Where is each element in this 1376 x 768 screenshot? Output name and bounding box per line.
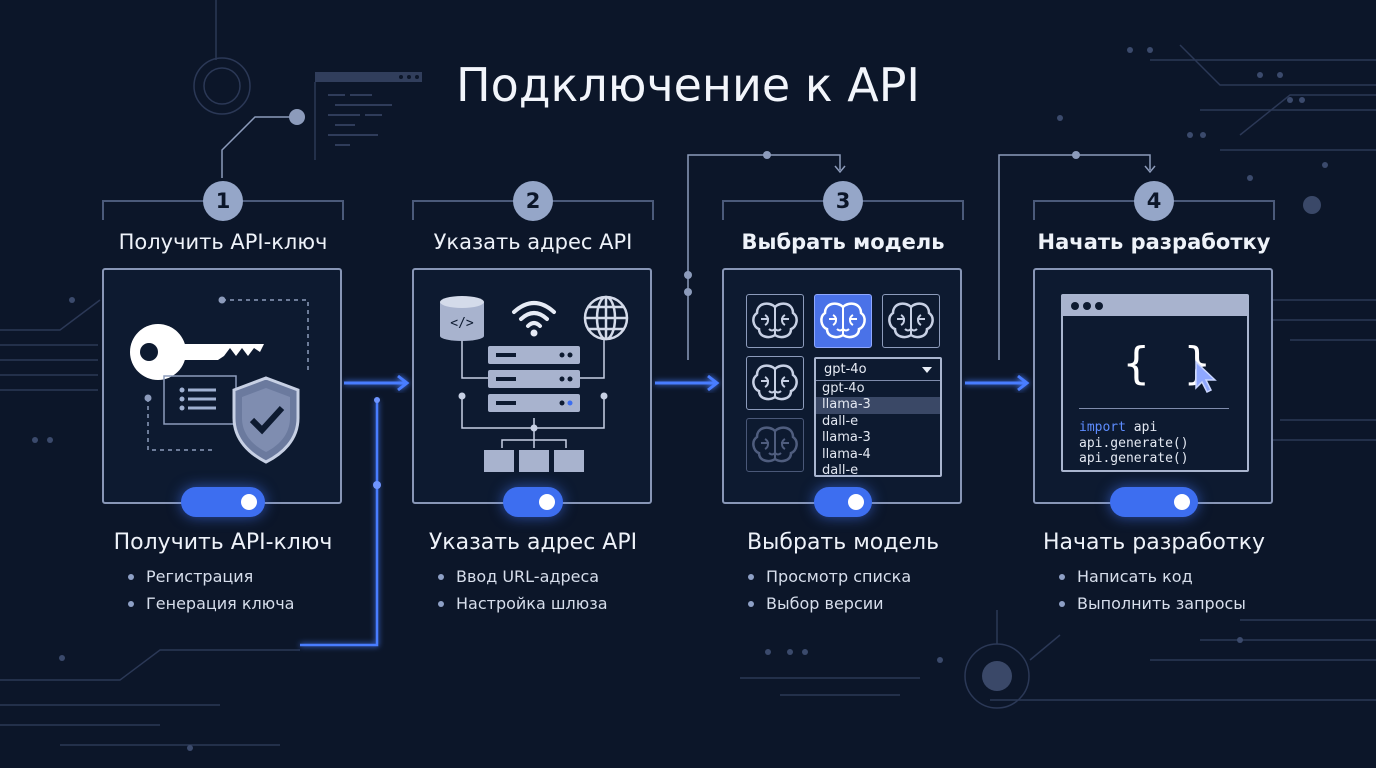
step-number-badge: 2: [513, 181, 553, 221]
step-choose-model: 3 Выбрать модель gpt-4o gpt-4o llama-: [722, 178, 964, 628]
dropdown-selected-value[interactable]: gpt-4o: [816, 359, 940, 381]
window-title-bar: [1063, 296, 1247, 316]
step-heading: Получить API-ключ: [118, 230, 328, 254]
code-editor-window: { } import api api.generate() api.genera…: [1061, 294, 1249, 472]
window-dot: [1083, 302, 1091, 310]
enable-toggle[interactable]: [814, 487, 872, 517]
model-tile-1[interactable]: [746, 294, 804, 348]
toggle-knob: [539, 494, 555, 510]
code-line: import api: [1079, 420, 1189, 436]
dropdown-option[interactable]: dall-e: [822, 462, 859, 478]
step-get-api-key: 1 Получить API-ключ: [102, 178, 344, 628]
step-card: </>: [412, 268, 652, 504]
server-icon: [488, 346, 580, 412]
enable-toggle[interactable]: [181, 487, 265, 517]
code-text: api: [1125, 420, 1158, 435]
bullet-item: Выполнить запросы: [1059, 593, 1246, 620]
model-tile-5[interactable]: [746, 418, 804, 472]
dropdown-option[interactable]: gpt-4o: [822, 381, 865, 396]
code-text: api.generate(): [1079, 451, 1189, 466]
globe-icon: [583, 295, 629, 341]
shield-check-icon: [232, 376, 300, 464]
code-keyword: import: [1079, 420, 1126, 435]
step-subtitle: Указать адрес API: [428, 530, 638, 555]
toggle-knob: [848, 494, 864, 510]
bullet-item: Написать код: [1059, 566, 1246, 593]
key-icon: [130, 324, 264, 380]
code-snippet: import api api.generate() api.generate(): [1079, 420, 1189, 467]
dropdown-options: gpt-4o llama-3 dall-e llama-3 llama-4 da…: [816, 381, 940, 479]
step-heading: Выбрать модель: [741, 230, 945, 254]
toggle-knob: [1174, 494, 1190, 510]
bullet-item: Просмотр списка: [748, 566, 911, 593]
toggle-knob: [241, 494, 257, 510]
enable-toggle[interactable]: [503, 487, 563, 517]
step-number-badge: 4: [1134, 181, 1174, 221]
page-title: Подключение к API: [456, 58, 920, 112]
step-bullets: Написать код Выполнить запросы: [1059, 566, 1246, 620]
model-dropdown[interactable]: gpt-4o gpt-4o llama-3 dall-e llama-3 lla…: [814, 357, 942, 479]
code-line: api.generate(): [1079, 436, 1189, 452]
bullet-item: Ввод URL-адреса: [438, 566, 608, 593]
step-number-badge: 3: [823, 181, 863, 221]
model-tile-4[interactable]: [746, 356, 804, 410]
database-code-icon: </>: [440, 296, 484, 341]
window-dot: [1071, 302, 1079, 310]
step-heading: Начать разработку: [1037, 230, 1271, 254]
step-card: [102, 268, 342, 504]
dropdown-option[interactable]: dall-e: [822, 413, 859, 429]
step-start-development: 4 Начать разработку { } import api api.g…: [1033, 178, 1275, 628]
list-icon: [179, 387, 216, 411]
connector-lines: [144, 296, 309, 451]
code-text: api.generate(): [1079, 435, 1189, 451]
bullet-item: Настройка шлюза: [438, 593, 608, 620]
bullet-item: Выбор версии: [748, 593, 911, 620]
step-card: gpt-4o gpt-4o llama-3 dall-e llama-3 lla…: [722, 268, 962, 504]
model-tile-3[interactable]: [882, 294, 940, 348]
step-bullets: Регистрация Генерация ключа: [128, 566, 294, 620]
step-subtitle: Выбрать модель: [746, 530, 940, 555]
network-diagram: [458, 340, 608, 448]
step-heading: Указать адрес API: [433, 230, 633, 254]
bullet-item: Генерация ключа: [128, 593, 294, 620]
dropdown-option[interactable]: llama-3: [822, 430, 871, 446]
chevron-down-icon[interactable]: [922, 367, 932, 373]
step-bullets: Ввод URL-адреса Настройка шлюза: [438, 566, 608, 620]
step-set-api-address: 2 Указать адрес API </>: [412, 178, 654, 628]
cursor-icon: [1195, 360, 1217, 394]
dropdown-option[interactable]: llama-4: [822, 446, 871, 462]
code-line: api.generate(): [1079, 451, 1189, 467]
code-separator: [1079, 408, 1229, 409]
step-subtitle: Начать разработку: [1042, 530, 1266, 555]
step-number-badge: 1: [203, 181, 243, 221]
dropdown-option-highlighted[interactable]: llama-3: [816, 397, 940, 414]
svg-text:</>: </>: [450, 316, 474, 331]
enable-toggle[interactable]: [1110, 487, 1198, 517]
step-bullets: Просмотр списка Выбор версии: [748, 566, 911, 620]
wifi-icon: [512, 301, 556, 337]
selected-model-text: gpt-4o: [824, 362, 867, 377]
node-blocks: [484, 450, 584, 472]
bullet-item: Регистрация: [128, 566, 294, 593]
step-subtitle: Получить API-ключ: [113, 530, 333, 555]
window-dot: [1095, 302, 1103, 310]
step-card: { } import api api.generate() api.genera…: [1033, 268, 1273, 504]
